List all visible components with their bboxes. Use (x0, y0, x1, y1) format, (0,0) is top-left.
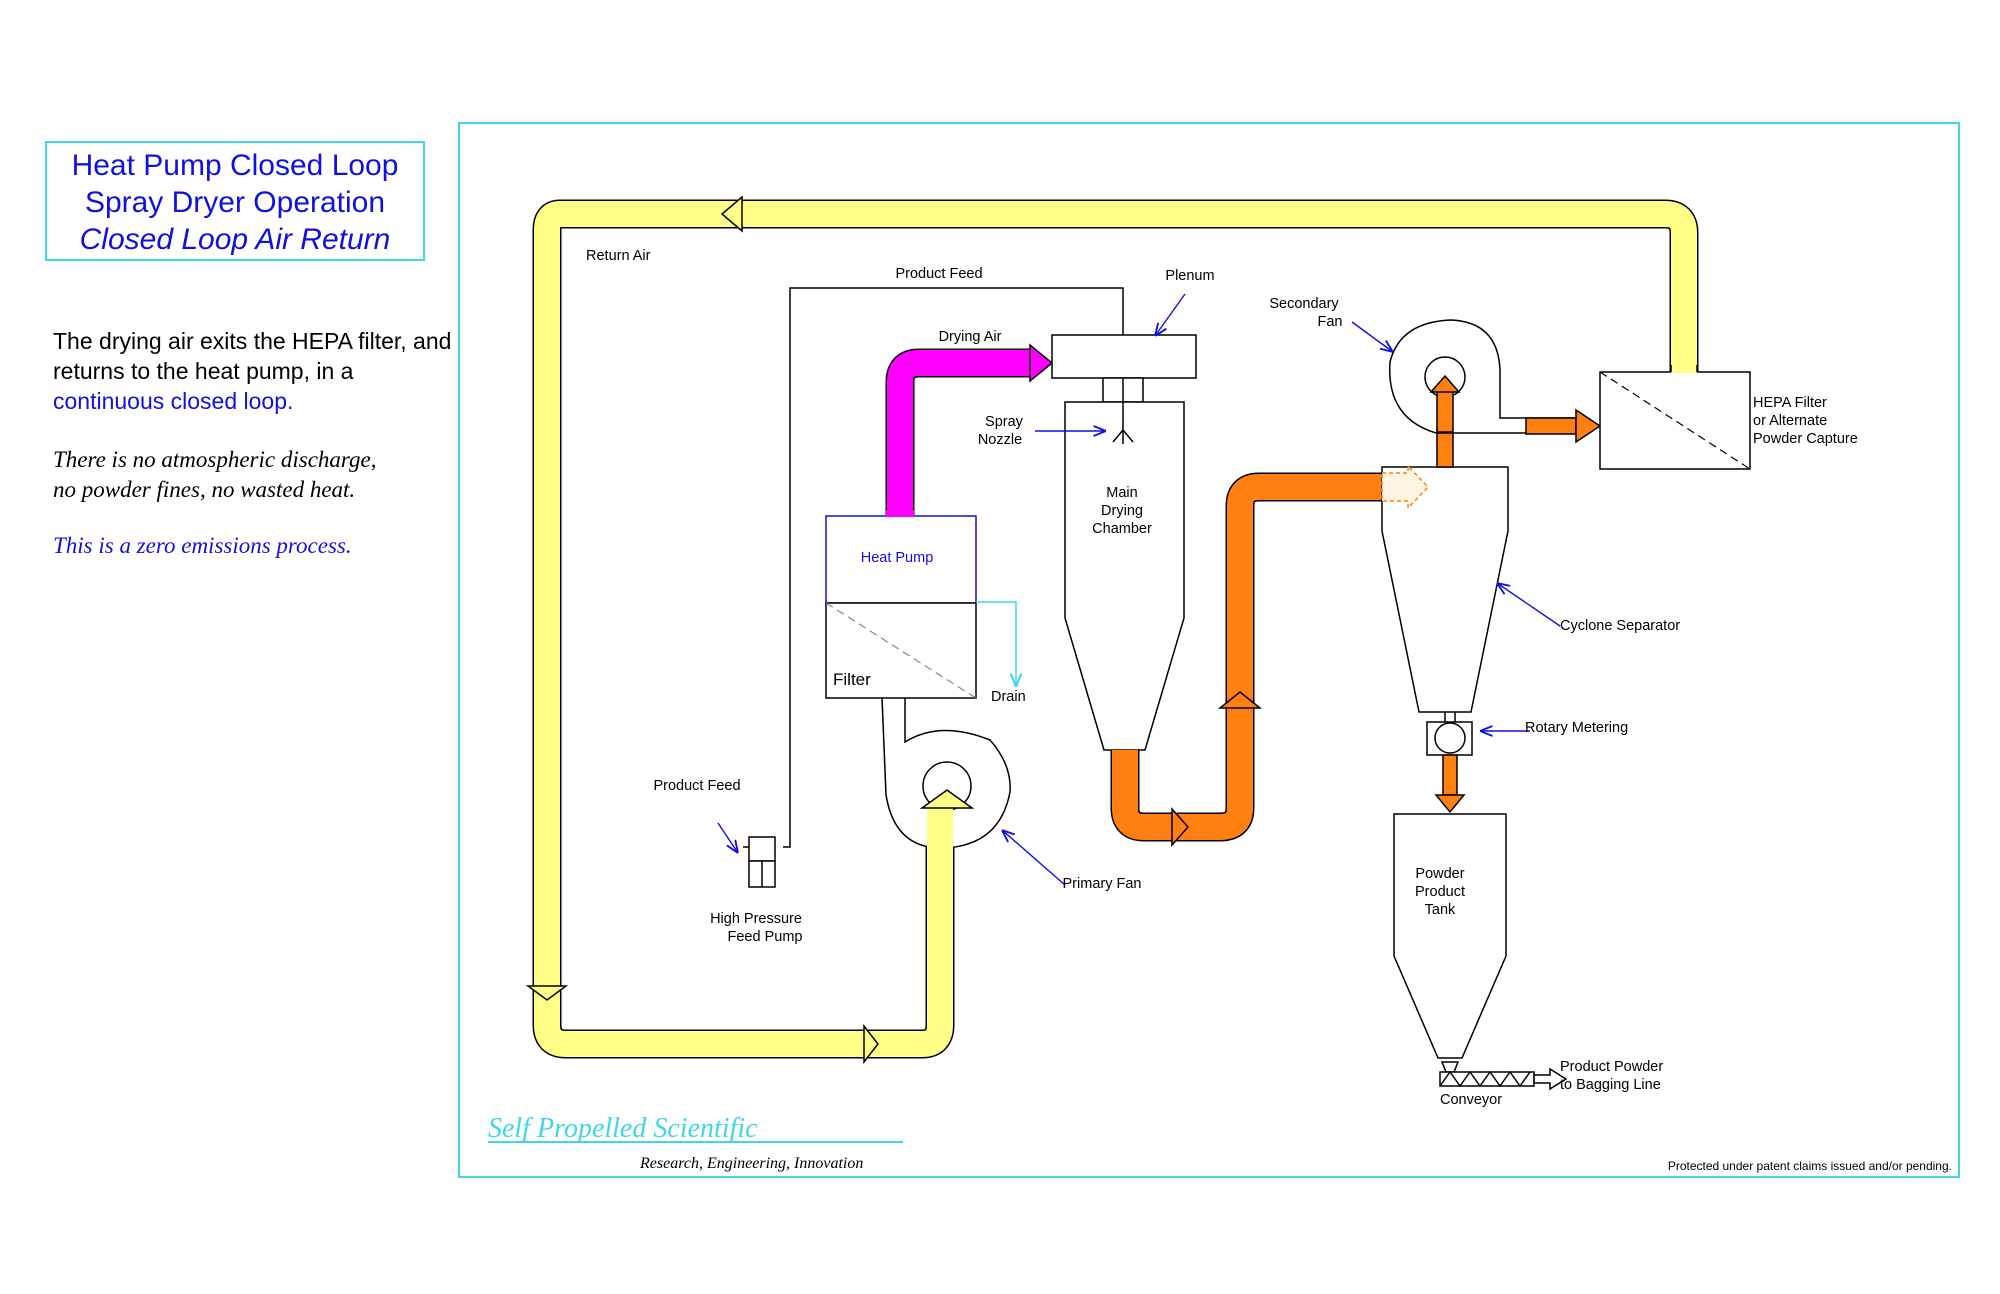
cyclone-callout (1497, 583, 1561, 627)
description-line: There is no atmospheric discharge, (53, 447, 377, 472)
primary-fan (881, 696, 1011, 906)
label-product-powder-2: to Bagging Line (1560, 1077, 1661, 1093)
company-name: Self Propelled Scientific (488, 1113, 758, 1144)
label-secondary-fan-1: Secondary (1269, 296, 1339, 312)
plenum-callout (1155, 293, 1186, 336)
product-feed-callout (717, 822, 738, 853)
drying-air-duct (885, 343, 1054, 515)
label-secondary-fan-2: Fan (1318, 314, 1343, 330)
label-hepa-2: or Alternate (1753, 413, 1827, 429)
drying-air-arrow (1029, 343, 1054, 383)
label-main-chamber-3: Chamber (1092, 521, 1152, 537)
title-line-1: Heat Pump Closed Loop (71, 149, 399, 182)
high-pressure-feed-pump (743, 836, 776, 888)
title-box: Heat Pump Closed Loop Spray Dryer Operat… (45, 141, 425, 261)
label-main-chamber-2: Drying (1101, 503, 1143, 519)
label-conveyor: Conveyor (1440, 1092, 1502, 1108)
label-tank-3: Tank (1425, 902, 1456, 918)
label-heat-pump: Heat Pump (861, 550, 934, 566)
description-line: no powder fines, no wasted heat. (53, 477, 356, 502)
return-air-arrow-right (863, 1023, 879, 1065)
primary-fan-callout (1002, 830, 1066, 886)
label-product-powder-1: Product Powder (1560, 1059, 1663, 1075)
drain-line (976, 601, 1016, 687)
label-product-feed-left: Product Feed (653, 778, 740, 794)
label-spray-nozzle-2: Nozzle (978, 432, 1022, 448)
label-drying-air: Drying Air (939, 329, 1002, 345)
label-return-air: Return Air (586, 248, 651, 264)
label-filter: Filter (833, 670, 871, 689)
fan-to-hepa-arrow (1575, 408, 1602, 444)
conveyor (1439, 1061, 1568, 1091)
label-product-feed-top: Product Feed (895, 266, 982, 282)
label-hp-pump-2: Feed Pump (728, 929, 803, 945)
description-paragraph-1: The drying air exits the HEPA filter, an… (53, 326, 453, 416)
secondary-fan-callout (1351, 321, 1393, 352)
conveyor-output-arrow (1533, 1067, 1568, 1091)
zero-emissions-text: This is a zero emissions process. (53, 533, 352, 558)
fan-to-hepa-duct (1525, 417, 1577, 435)
diagram-frame (458, 122, 1960, 1178)
company-tagline: Research, Engineering, Innovation (639, 1155, 863, 1172)
label-primary-fan: Primary Fan (1063, 876, 1142, 892)
label-rotary: Rotary Metering (1525, 720, 1628, 736)
product-arrow-up (1217, 691, 1263, 709)
plenum (1051, 334, 1197, 379)
label-tank-1: Powder (1415, 866, 1464, 882)
description-highlight: continuous closed loop. (53, 388, 294, 414)
patent-notice: Protected under patent claims issued and… (1668, 1159, 1952, 1173)
label-spray-nozzle-1: Spray (985, 414, 1024, 430)
title-line-3: Closed Loop Air Return (79, 223, 391, 256)
label-hepa-3: Powder Capture (1753, 431, 1858, 447)
description-text: The drying air exits the HEPA filter, an… (53, 328, 452, 384)
return-air-arrow-down (525, 985, 569, 1001)
primary-fan-inlet-arrow (919, 789, 975, 809)
label-hp-pump-1: High Pressure (710, 911, 802, 927)
main-drying-chamber (1064, 401, 1185, 751)
cyclone-inlet-arrow (1381, 464, 1430, 510)
product-arrow-right (1171, 807, 1190, 847)
label-tank-2: Product (1415, 884, 1465, 900)
powder-product-tank (1393, 813, 1507, 1059)
title-line-2: Spray Dryer Operation (84, 186, 386, 219)
label-drain: Drain (991, 689, 1026, 705)
return-air-arrow-left (720, 195, 743, 233)
product-duct (1110, 472, 1382, 847)
cyclone-separator (1381, 466, 1509, 713)
rotary-to-tank-arrow (1434, 794, 1466, 814)
label-cyclone: Cyclone Separator (1560, 618, 1680, 634)
description-paragraph-2: There is no atmospheric discharge, no po… (53, 445, 453, 505)
secondary-fan (1388, 319, 1575, 434)
label-hepa-1: HEPA Filter (1753, 395, 1827, 411)
label-main-chamber-1: Main (1106, 485, 1137, 501)
label-plenum: Plenum (1165, 268, 1214, 284)
heat-pump (825, 515, 977, 604)
rotary-to-tank-duct (1442, 754, 1458, 796)
spray-nozzle (1112, 402, 1134, 444)
